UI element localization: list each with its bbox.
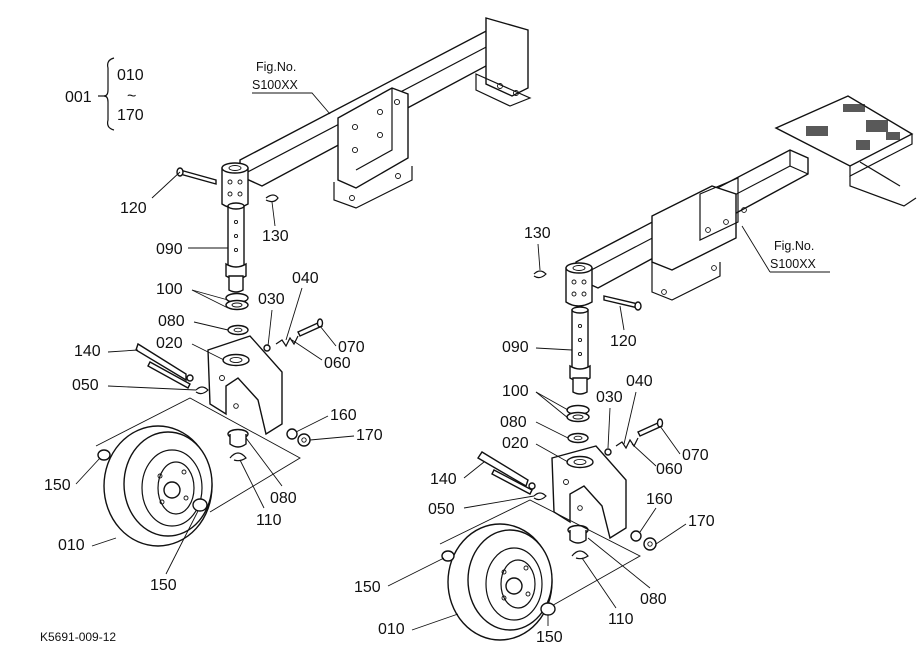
- callout-left-110[interactable]: 110: [256, 512, 282, 529]
- fig-ref-left-line2: S100XX: [252, 78, 299, 92]
- callout-left-010[interactable]: 010: [58, 537, 85, 554]
- callout-right-080b[interactable]: 080: [640, 591, 667, 608]
- callout-left-070[interactable]: 070: [338, 339, 365, 356]
- callout-right-060[interactable]: 060: [656, 461, 683, 478]
- callout-right-150b[interactable]: 150: [536, 629, 563, 646]
- callout-left-040[interactable]: 040: [292, 270, 319, 287]
- callout-left-140[interactable]: 140: [74, 343, 101, 360]
- index-range-start: 010: [117, 67, 144, 84]
- callout-right-140[interactable]: 140: [430, 471, 457, 488]
- callout-right-130[interactable]: 130: [524, 225, 551, 242]
- callout-right-030[interactable]: 030: [596, 389, 623, 406]
- left-frame: [221, 17, 532, 209]
- callout-left-030[interactable]: 030: [258, 291, 285, 308]
- fig-ref-left[interactable]: Fig.No. S100XX: [252, 60, 331, 115]
- index-label: 001: [65, 89, 92, 106]
- callout-left-120[interactable]: 120: [120, 200, 147, 217]
- callout-left-150a[interactable]: 150: [44, 477, 71, 494]
- callout-right-110[interactable]: 110: [608, 611, 634, 628]
- callout-left-050[interactable]: 050: [72, 377, 99, 394]
- callout-left-160[interactable]: 160: [330, 407, 357, 424]
- right-frame: [565, 95, 917, 307]
- drawing-code: K5691-009-12: [40, 630, 116, 644]
- callout-left-080a[interactable]: 080: [158, 313, 185, 330]
- right-parts: [439, 270, 664, 641]
- callout-left-100[interactable]: 100: [156, 281, 183, 298]
- callout-right-160[interactable]: 160: [646, 491, 673, 508]
- callout-right-120[interactable]: 120: [610, 333, 637, 350]
- callout-left-150b[interactable]: 150: [150, 577, 177, 594]
- callout-right-070[interactable]: 070: [682, 447, 709, 464]
- callout-right-010[interactable]: 010: [378, 621, 405, 638]
- callout-left-080b[interactable]: 080: [270, 490, 297, 507]
- fig-ref-right-line2: S100XX: [770, 257, 817, 271]
- fig-ref-right[interactable]: Fig.No. S100XX: [741, 225, 830, 273]
- callout-right-080a[interactable]: 080: [500, 414, 527, 431]
- callout-left-090[interactable]: 090: [156, 241, 183, 258]
- index-range-end: 170: [117, 107, 144, 124]
- callout-right-050[interactable]: 050: [428, 501, 455, 518]
- callout-right-020[interactable]: 020: [502, 435, 529, 452]
- right-callouts: 130 120 090 100 040 030 080 070 020 060 …: [354, 225, 715, 646]
- callout-right-100[interactable]: 100: [502, 383, 529, 400]
- fig-ref-right-line1: Fig.No.: [774, 239, 814, 253]
- left-callouts: 120 130 090 100 040 030 080 070 020 060 …: [44, 171, 383, 594]
- callout-left-060[interactable]: 060: [324, 355, 351, 372]
- callout-right-150a[interactable]: 150: [354, 579, 381, 596]
- callout-right-170[interactable]: 170: [688, 513, 715, 530]
- left-parts: [95, 167, 324, 547]
- callout-right-040[interactable]: 040: [626, 373, 653, 390]
- callout-right-090[interactable]: 090: [502, 339, 529, 356]
- callout-left-020[interactable]: 020: [156, 335, 183, 352]
- index-bracket: 001 010 ~ 170: [65, 57, 144, 131]
- callout-left-170[interactable]: 170: [356, 427, 383, 444]
- fig-ref-left-line1: Fig.No.: [256, 60, 296, 74]
- index-range-separator: ~: [127, 88, 136, 105]
- callout-left-130[interactable]: 130: [262, 228, 289, 245]
